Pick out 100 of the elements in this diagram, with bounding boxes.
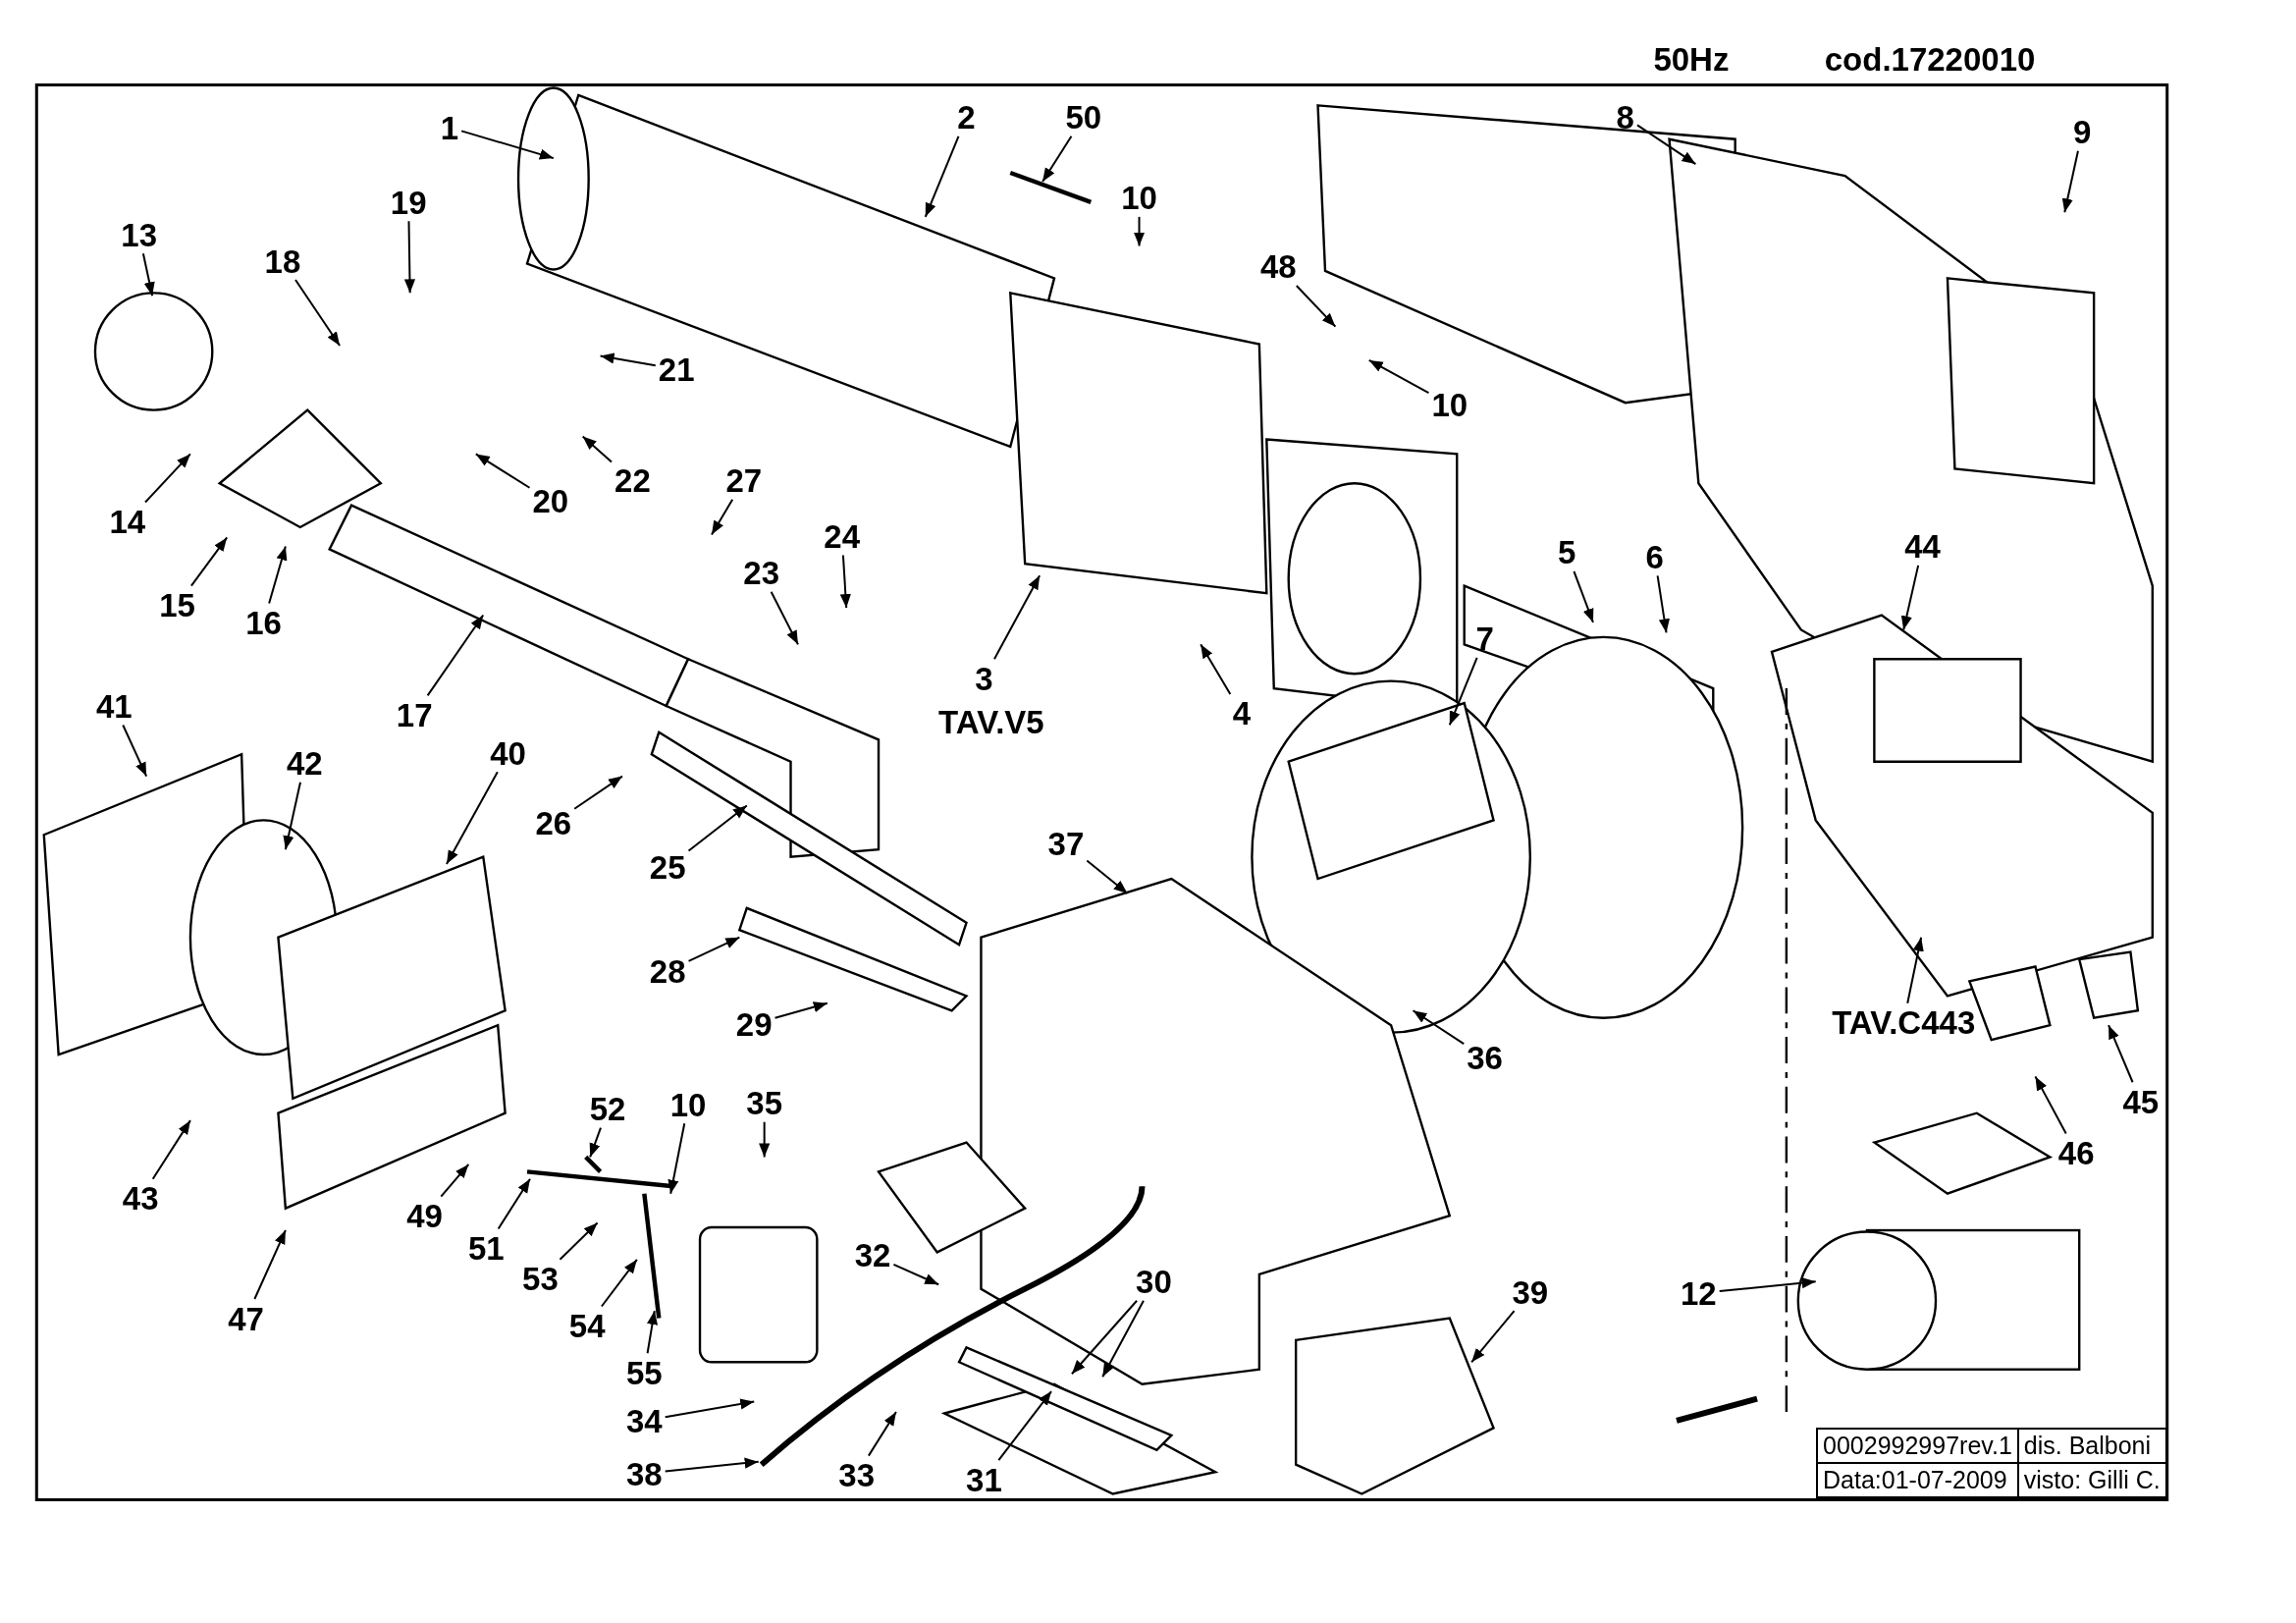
callout-number: 37 xyxy=(1047,827,1085,860)
callout-number: 45 xyxy=(2122,1085,2160,1118)
leader-line xyxy=(253,1229,287,1300)
callout-number: 32 xyxy=(854,1238,891,1271)
leader-line xyxy=(687,804,748,852)
callout-number: 14 xyxy=(109,505,146,538)
title-block-cell: dis. Balboni xyxy=(2017,1429,2166,1464)
leader-line xyxy=(268,545,288,605)
callout-number: 9 xyxy=(2073,115,2092,148)
leader-line xyxy=(1448,656,1478,727)
callout-number: 8 xyxy=(1616,100,1634,134)
leader-line xyxy=(997,1390,1053,1462)
leader-line xyxy=(294,279,342,348)
callout-number: 13 xyxy=(121,218,158,251)
callout-number: 20 xyxy=(532,484,569,517)
callout-number: 48 xyxy=(1259,250,1297,283)
leader-line xyxy=(440,1163,470,1198)
leader-line xyxy=(664,1398,756,1419)
leader-line xyxy=(664,1457,760,1473)
callout-number: 3 xyxy=(975,662,993,695)
leader-line xyxy=(460,130,555,160)
leader-line xyxy=(774,1001,828,1019)
leader-line xyxy=(474,453,531,489)
callout-number: 31 xyxy=(966,1463,1002,1496)
header-text: cod.17220010 xyxy=(1824,42,2036,76)
leader-line xyxy=(573,775,623,810)
callout-number: 16 xyxy=(245,606,282,639)
leader-line xyxy=(497,1177,531,1230)
callout-number: 36 xyxy=(1467,1041,1503,1074)
leader-line xyxy=(144,453,191,504)
callout-number: 27 xyxy=(725,463,763,497)
leader-line xyxy=(1412,1009,1466,1046)
leader-line xyxy=(1367,358,1430,395)
callout-number: 41 xyxy=(96,689,133,723)
leader-line xyxy=(993,574,1041,661)
callout-number: 46 xyxy=(2057,1136,2095,1169)
leader-line xyxy=(403,220,416,295)
callout-number: 24 xyxy=(824,519,861,553)
callout-number: 50 xyxy=(1065,100,1102,134)
leader-line xyxy=(1200,643,1232,695)
leader-line xyxy=(1900,564,1920,631)
callout-number: 6 xyxy=(1645,540,1664,573)
callout-number: 43 xyxy=(122,1181,159,1215)
callout-number: 15 xyxy=(159,588,195,622)
callout-number: 19 xyxy=(390,186,427,219)
reference-label: TAV.V5 xyxy=(938,705,1044,738)
leader-line xyxy=(1470,1310,1516,1364)
leader-line xyxy=(646,1310,658,1355)
callout-number: TAV.C443 xyxy=(1832,1005,1976,1039)
leader-line xyxy=(581,435,614,463)
callout-number: 40 xyxy=(490,736,526,770)
callout-number: 25 xyxy=(649,850,686,884)
leader-line xyxy=(1906,936,1924,1004)
callout-number: 42 xyxy=(286,746,323,780)
callout-number: 4 xyxy=(1232,696,1252,730)
callout-number: 1 xyxy=(440,111,459,144)
leader-line xyxy=(1041,135,1073,183)
callout-number: 22 xyxy=(614,463,651,497)
callout-number: 29 xyxy=(735,1007,773,1041)
callout-number: 49 xyxy=(406,1199,443,1232)
leader-line xyxy=(1635,124,1697,166)
leader-line xyxy=(710,498,734,536)
callout-number: 12 xyxy=(1681,1276,1717,1310)
callout-number: 55 xyxy=(626,1356,663,1389)
title-block-cell: Data:01-07-2009 xyxy=(1817,1463,2018,1498)
callout-number: 39 xyxy=(1512,1275,1549,1309)
leader-line xyxy=(1086,859,1129,894)
leader-line xyxy=(1101,1299,1145,1379)
leader-line xyxy=(687,936,741,962)
callout-number: 7 xyxy=(1475,622,1494,655)
leader-line xyxy=(141,252,155,298)
callout-number: 53 xyxy=(522,1262,559,1295)
leader-line xyxy=(770,590,799,646)
callout-number: 34 xyxy=(626,1404,663,1437)
leader-line xyxy=(426,614,485,697)
leader-line xyxy=(600,1258,638,1308)
leader-line xyxy=(1718,1277,1817,1292)
leader-line xyxy=(2034,1075,2067,1135)
leader-line xyxy=(283,781,301,851)
callout-number: 35 xyxy=(746,1086,782,1119)
leader-line xyxy=(589,1126,602,1159)
callout-number: 23 xyxy=(743,556,780,589)
leader-line xyxy=(1295,285,1337,328)
callout-number: 44 xyxy=(1904,529,1941,563)
leader-line xyxy=(667,1122,686,1195)
header-text: 50Hz xyxy=(1653,42,1730,76)
title-block-cell: 0002992997rev.1 xyxy=(1817,1429,2018,1464)
leader-line xyxy=(122,724,148,778)
callout-number: 38 xyxy=(626,1457,663,1490)
leader-line xyxy=(2108,1024,2134,1084)
leader-line xyxy=(445,771,499,866)
callout-number: 17 xyxy=(396,698,433,731)
callout-number: 26 xyxy=(535,806,572,839)
callout-number: 10 xyxy=(1431,388,1468,421)
callout-number: 5 xyxy=(1557,535,1576,568)
title-block-cell: visto: Gilli C. xyxy=(2017,1463,2166,1498)
leader-line xyxy=(151,1119,191,1180)
leader-line xyxy=(924,135,960,218)
leader-line xyxy=(1656,574,1670,634)
leader-line xyxy=(1573,569,1594,623)
